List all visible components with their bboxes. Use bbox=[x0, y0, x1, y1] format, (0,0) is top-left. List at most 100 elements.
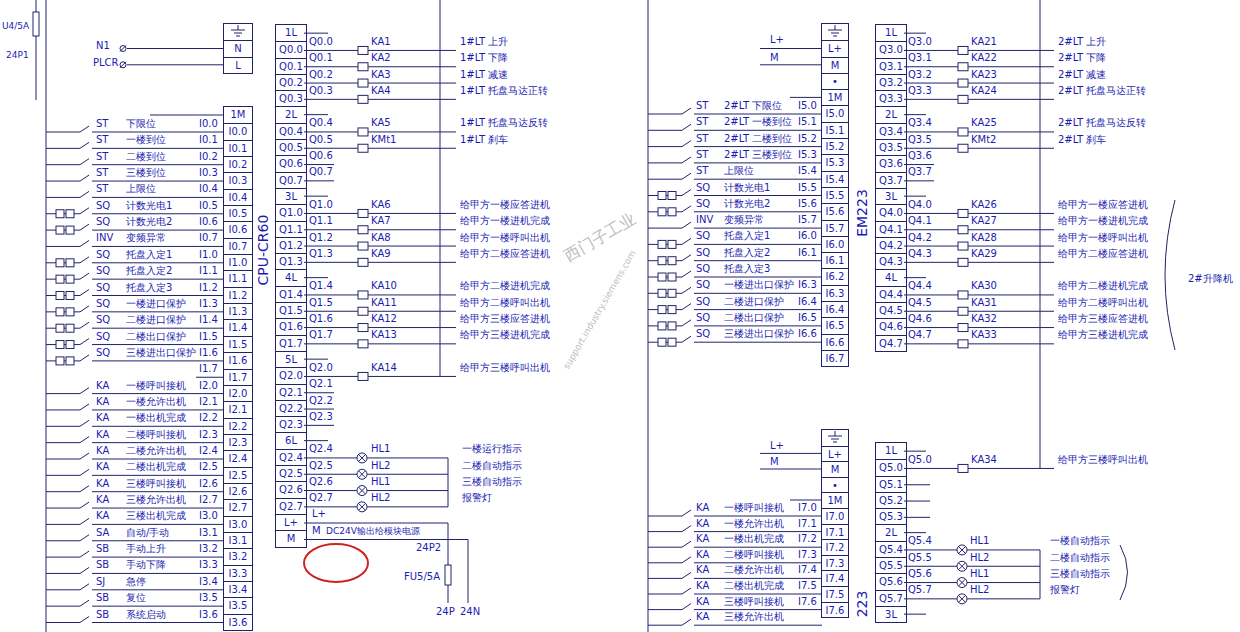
wire bbox=[682, 526, 691, 532]
signal-label: 二楼出口保护 bbox=[126, 331, 186, 343]
terminal-cell: I7.1 bbox=[822, 524, 848, 540]
terminal-cell: Q5.5 bbox=[876, 557, 906, 573]
signal-label: 2#LT 减速 bbox=[1058, 69, 1106, 81]
signal-label: SQ bbox=[696, 279, 710, 291]
terminal-name: I0.0 bbox=[229, 126, 248, 137]
signal-label: INV bbox=[696, 214, 713, 226]
signal-label: 1#LT 托盘马达正转 bbox=[460, 85, 548, 97]
wire bbox=[46, 573, 80, 574]
signal-label: 托盘入定2 bbox=[126, 265, 172, 277]
wire bbox=[80, 420, 89, 426]
terminal-cell: 1L bbox=[876, 443, 906, 459]
signal-label: 1#LT 上升 bbox=[460, 36, 508, 48]
wire bbox=[46, 442, 80, 443]
wire bbox=[904, 131, 958, 132]
terminal-name: Q0.4 bbox=[279, 126, 303, 137]
signal-label: HL2 bbox=[970, 552, 989, 564]
wire bbox=[150, 115, 224, 116]
sensor-symbol bbox=[668, 208, 676, 216]
signal-label: I5.1 bbox=[798, 116, 817, 128]
signal-label: 给甲方一楼呼叫出机 bbox=[460, 232, 550, 244]
sensor-symbol bbox=[668, 289, 676, 297]
signal-label: M bbox=[312, 525, 321, 537]
wire bbox=[959, 563, 966, 570]
signal-label: KA21 bbox=[971, 36, 997, 48]
signal-label: 上限位 bbox=[724, 165, 754, 177]
wire bbox=[967, 566, 1040, 567]
terminal-name: Q0.6 bbox=[279, 158, 303, 169]
wire bbox=[648, 146, 682, 147]
terminal-name: I7.3 bbox=[826, 558, 845, 569]
terminal-cell: Q3.7 bbox=[876, 172, 906, 188]
wire bbox=[92, 311, 224, 312]
sensor-symbol bbox=[56, 357, 64, 365]
signal-label: L+ bbox=[312, 508, 326, 520]
signal-label: Q5.4 bbox=[908, 535, 932, 547]
signal-label: 一楼到位 bbox=[126, 134, 166, 146]
terminal-cell: I0.3 bbox=[224, 172, 252, 188]
terminal-cell: I3.2 bbox=[224, 548, 252, 564]
wire bbox=[648, 578, 682, 579]
signal-label: 变频异常 bbox=[724, 214, 764, 226]
relay-coil bbox=[958, 128, 968, 136]
wire bbox=[92, 164, 224, 165]
wire bbox=[92, 262, 224, 263]
signal-label: ST bbox=[96, 183, 108, 195]
terminal-cell: I1.0 bbox=[224, 254, 252, 270]
wire bbox=[368, 294, 440, 295]
signal-label: U4/5A bbox=[2, 20, 29, 32]
wire bbox=[760, 469, 822, 470]
wire bbox=[80, 617, 89, 623]
signal-label: HL2 bbox=[371, 460, 390, 472]
signal-label: I2.4 bbox=[199, 445, 218, 457]
signal-label: I1.3 bbox=[199, 298, 218, 310]
signal-label: KA bbox=[96, 494, 109, 506]
wire bbox=[694, 211, 822, 212]
terminal-name: 5L bbox=[285, 354, 297, 365]
signal-label: 二楼出口保护 bbox=[724, 312, 784, 324]
signal-label: 三楼呼叫接机 bbox=[126, 478, 186, 490]
signal-label: KA8 bbox=[371, 232, 391, 244]
terminal-name: 2L bbox=[885, 109, 897, 120]
wire bbox=[359, 454, 366, 461]
sensor-symbol bbox=[66, 275, 74, 283]
terminal-cell: Q1.6 bbox=[276, 318, 306, 334]
terminal-name: Q2.0 bbox=[279, 370, 303, 381]
terminal-name: 3L bbox=[885, 191, 897, 202]
wire bbox=[80, 355, 89, 361]
signal-label: KA bbox=[96, 445, 109, 457]
wire bbox=[92, 508, 224, 509]
wire bbox=[304, 376, 358, 377]
signal-label: Q3.5 bbox=[908, 134, 932, 146]
signal-label: 一楼进口保护 bbox=[126, 298, 186, 310]
terminal-name: I6.3 bbox=[826, 288, 845, 299]
terminal-name: Q5.0 bbox=[879, 462, 903, 473]
wire bbox=[440, 327, 456, 328]
terminal-name: I1.4 bbox=[229, 322, 248, 333]
wire bbox=[304, 262, 358, 263]
terminal-cell: I5.3 bbox=[822, 154, 848, 170]
terminal-cell: Q4.4 bbox=[876, 286, 906, 302]
wire bbox=[367, 457, 448, 458]
wire bbox=[80, 584, 89, 590]
signal-label: 二楼自动指示 bbox=[1050, 552, 1110, 564]
wire bbox=[304, 490, 357, 491]
terminal-name: I5.7 bbox=[826, 223, 845, 234]
terminal-name: Q1.1 bbox=[279, 224, 303, 235]
wire bbox=[80, 208, 89, 214]
wire bbox=[367, 474, 448, 475]
wire bbox=[904, 532, 926, 533]
wire bbox=[304, 294, 358, 295]
wire bbox=[904, 246, 958, 247]
terminal-name: I1.7 bbox=[229, 372, 248, 383]
wire bbox=[682, 190, 691, 196]
signal-label: 给甲方二楼呼叫出机 bbox=[460, 297, 550, 309]
signal-label: KA23 bbox=[971, 69, 997, 81]
wire bbox=[92, 230, 224, 231]
sensor-symbol bbox=[66, 308, 74, 316]
wire bbox=[959, 546, 966, 553]
signal-label: I6.5 bbox=[798, 312, 817, 324]
wire bbox=[904, 343, 958, 344]
wire bbox=[682, 510, 691, 516]
wire bbox=[46, 524, 80, 525]
